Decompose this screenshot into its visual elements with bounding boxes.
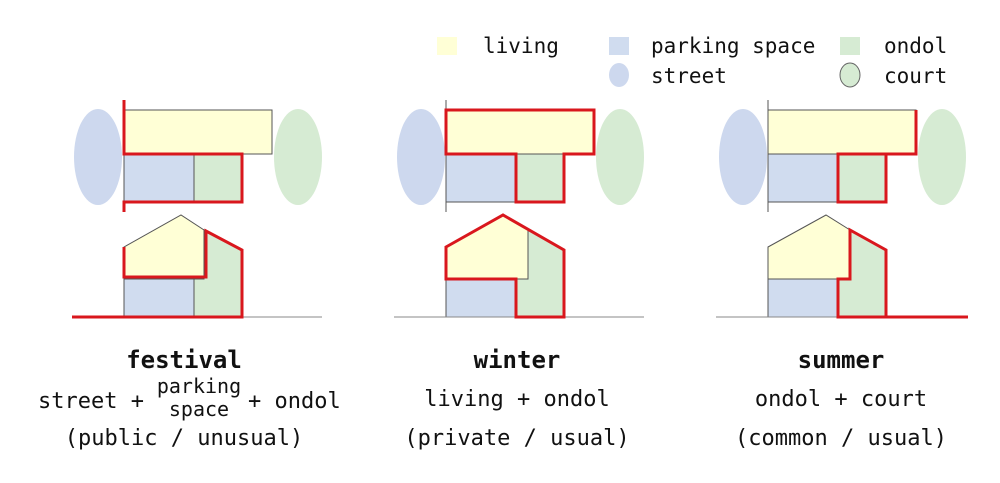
panel-summer: summer ondol + court (common / usual)	[716, 100, 968, 451]
panel-title: festival	[126, 346, 242, 374]
panel-formula: living + ondol	[424, 387, 609, 412]
ondol-block	[515, 153, 565, 203]
highlight-outline-plan	[444, 108, 596, 204]
panel-festival: festival street + parking space + ondol …	[38, 100, 341, 451]
court-ellipse	[274, 109, 322, 205]
street-ellipse	[397, 109, 445, 205]
street-ellipse	[719, 109, 767, 205]
living-section	[767, 214, 851, 280]
highlight-outline-plan	[836, 110, 918, 204]
highlight-outline-section	[72, 228, 244, 319]
panel-formula: ondol + court	[755, 387, 927, 412]
legend-label-living: living	[483, 34, 559, 58]
highlight-outline-section	[836, 227, 968, 319]
panel-formula-left: street +	[38, 389, 144, 414]
parking-block	[123, 153, 195, 203]
parking-section	[767, 278, 839, 318]
street-ellipse	[74, 109, 122, 205]
panel-note: (private / usual)	[404, 426, 629, 451]
panel-winter: winter living + ondol (private / usual)	[394, 100, 644, 451]
legend-swatch-parking	[609, 37, 629, 55]
legend-swatch-court	[839, 62, 861, 88]
panel-formula-stack-bottom: space	[169, 397, 229, 421]
legend-label-court: court	[884, 64, 947, 88]
parking-block	[767, 153, 839, 203]
ondol-block	[837, 153, 887, 203]
legend-label-ondol: ondol	[884, 34, 947, 58]
ondol-block	[193, 153, 243, 203]
living-block	[123, 109, 273, 155]
panel-title: summer	[798, 346, 885, 374]
legend-swatch-living	[437, 37, 457, 55]
court-ellipse	[596, 109, 644, 205]
parking-section	[123, 278, 195, 318]
panel-formula-stack-top: parking	[157, 374, 241, 398]
parking-block	[445, 153, 517, 203]
highlight-outline-plan	[122, 100, 244, 212]
living-block	[767, 109, 917, 155]
legend-label-parking: parking space	[651, 34, 815, 58]
legend-swatch-street	[609, 63, 629, 87]
panel-formula-right: + ondol	[248, 389, 341, 414]
legend-label-street: street	[651, 64, 727, 88]
living-block	[445, 109, 595, 155]
legend-swatch-ondol	[840, 37, 860, 55]
highlight-outline-section	[444, 213, 566, 319]
panel-title: winter	[474, 346, 561, 374]
living-section	[123, 214, 205, 280]
parking-section	[445, 278, 517, 318]
panel-note: (public / unusual)	[65, 426, 303, 451]
court-ellipse	[918, 109, 966, 205]
panel-note: (common / usual)	[735, 426, 947, 451]
legend: living parking space ondol street court	[437, 34, 947, 88]
